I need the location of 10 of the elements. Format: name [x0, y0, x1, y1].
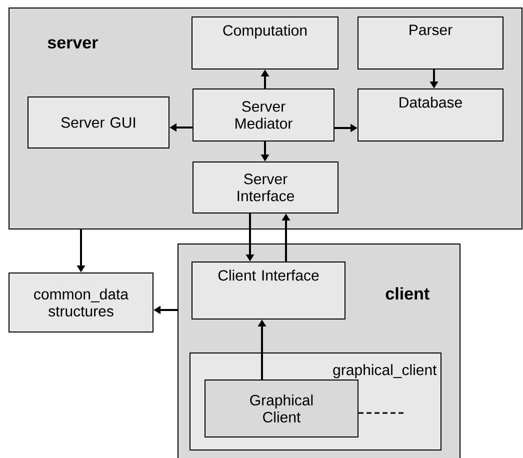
dashed-line — [358, 412, 404, 414]
component-box: Parser — [358, 16, 504, 70]
component-box: Graphical Client — [204, 380, 358, 438]
component-box: Server Interface — [192, 162, 338, 214]
component-box: Client Interface — [192, 262, 346, 320]
component-box: Server GUI — [28, 96, 170, 148]
component-box: common_data structures — [8, 272, 154, 332]
component-box: Computation — [192, 16, 338, 70]
component-box: Server Mediator — [192, 88, 334, 142]
component-box: Database — [358, 88, 504, 142]
